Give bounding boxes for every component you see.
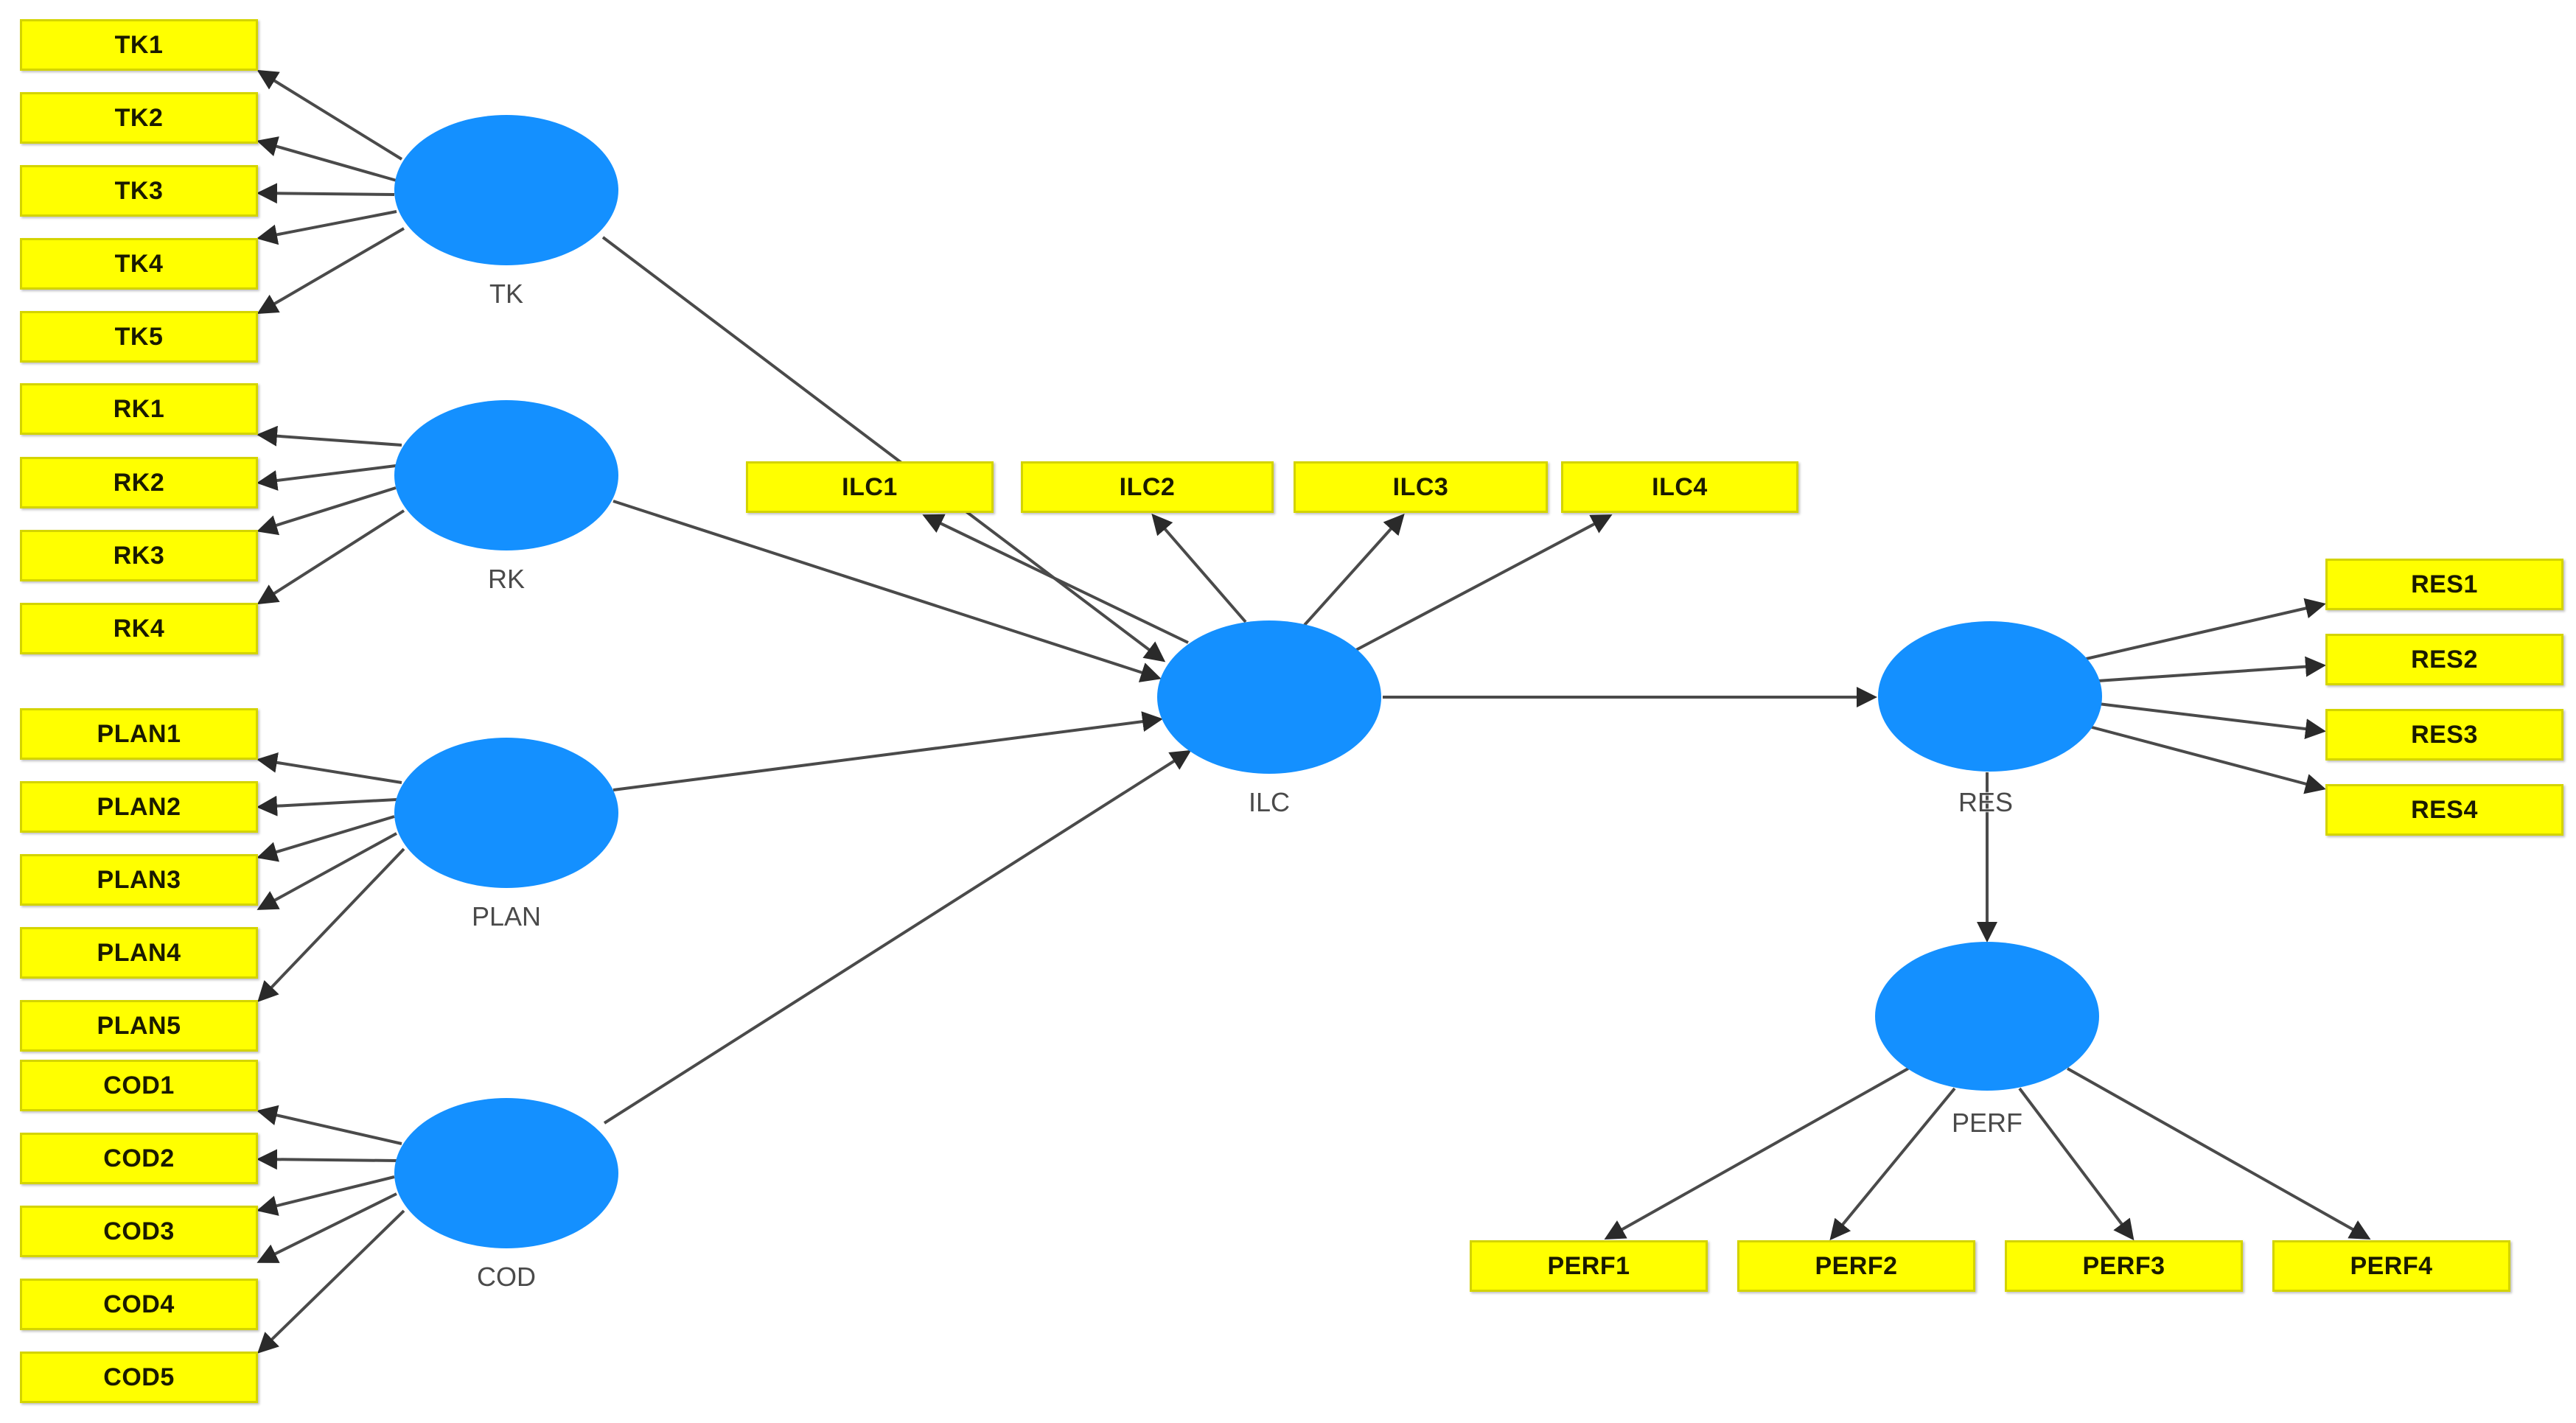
latent-ellipse-cod[interactable] [394, 1098, 618, 1248]
latent-label-perf: PERF [1951, 1108, 2022, 1138]
indicator-box-tk1[interactable]: TK1 [20, 19, 258, 71]
latent-label-ilc: ILC [1248, 787, 1291, 817]
indicator-box-perf4[interactable]: PERF4 [2272, 1240, 2510, 1292]
latent-ellipse-res[interactable] [1878, 621, 2102, 772]
indicator-box-plan1[interactable]: PLAN1 [20, 708, 258, 760]
latent-label-cod: COD [477, 1262, 536, 1292]
indicator-box-ilc1[interactable]: ILC1 [746, 461, 994, 513]
indicator-box-cod1[interactable]: COD1 [20, 1060, 258, 1111]
indicator-box-plan4[interactable]: PLAN4 [20, 927, 258, 979]
indicator-box-res1[interactable]: RES1 [2325, 559, 2563, 610]
indicator-box-ilc2[interactable]: ILC2 [1021, 461, 1274, 513]
indicator-box-res2[interactable]: RES2 [2325, 634, 2563, 685]
indicator-box-rk4[interactable]: RK4 [20, 603, 258, 654]
indicator-box-res4[interactable]: RES4 [2325, 784, 2563, 836]
indicator-box-ilc4[interactable]: ILC4 [1561, 461, 1798, 513]
indicator-box-perf2[interactable]: PERF2 [1737, 1240, 1975, 1292]
latent-label-res: RES [1958, 787, 2014, 817]
indicator-box-res3[interactable]: RES3 [2325, 709, 2563, 761]
indicator-box-plan2[interactable]: PLAN2 [20, 781, 258, 833]
indicator-box-tk2[interactable]: TK2 [20, 92, 258, 144]
indicator-box-perf1[interactable]: PERF1 [1470, 1240, 1708, 1292]
latent-label-plan: PLAN [471, 901, 542, 931]
indicator-box-ilc3[interactable]: ILC3 [1294, 461, 1548, 513]
indicator-box-tk4[interactable]: TK4 [20, 238, 258, 290]
indicator-box-cod5[interactable]: COD5 [20, 1352, 258, 1403]
indicator-box-tk3[interactable]: TK3 [20, 165, 258, 217]
latent-label-tk: TK [489, 279, 523, 309]
indicator-box-perf3[interactable]: PERF3 [2005, 1240, 2243, 1292]
latent-ellipse-plan[interactable] [394, 738, 618, 888]
latent-ellipse-tk[interactable] [394, 115, 618, 265]
indicator-box-cod4[interactable]: COD4 [20, 1279, 258, 1330]
indicator-box-plan3[interactable]: PLAN3 [20, 854, 258, 906]
indicator-box-cod3[interactable]: COD3 [20, 1206, 258, 1257]
indicator-box-tk5[interactable]: TK5 [20, 311, 258, 363]
latent-label-rk: RK [487, 564, 525, 594]
indicator-box-cod2[interactable]: COD2 [20, 1133, 258, 1184]
indicator-box-rk2[interactable]: RK2 [20, 457, 258, 508]
indicator-box-plan5[interactable]: PLAN5 [20, 1000, 258, 1052]
indicator-box-rk1[interactable]: RK1 [20, 383, 258, 435]
latent-ellipse-ilc[interactable] [1157, 620, 1381, 774]
latent-ellipse-perf[interactable] [1875, 942, 2099, 1091]
indicator-box-rk3[interactable]: RK3 [20, 530, 258, 581]
latent-ellipse-rk[interactable] [394, 400, 618, 550]
